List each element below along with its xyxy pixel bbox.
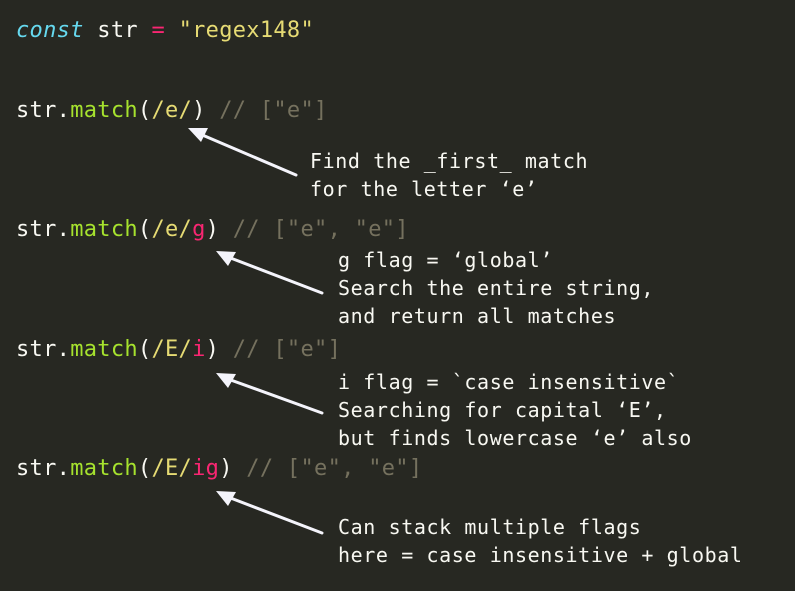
code-line-match-e-global: str.match(/e/g) // ["e", "e"] xyxy=(16,217,409,243)
result-comment: // ["e"] xyxy=(219,98,328,123)
note-line: and return all matches xyxy=(338,304,617,328)
note-insensitive-flag: i flag = `case insensitive` Searching for… xyxy=(338,368,692,452)
method-name: match xyxy=(70,337,138,362)
result-comment: // ["e", "e"] xyxy=(232,217,409,242)
result-comment: // ["e", "e"] xyxy=(246,456,423,481)
method-name: match xyxy=(70,456,138,481)
note-stacked-flags: Can stack multiple flags here = case inse… xyxy=(338,513,743,569)
note-line: Find the _first_ match xyxy=(310,149,589,173)
arrow-icon xyxy=(216,251,324,295)
object-ref: str. xyxy=(16,98,71,123)
regex-pattern: /E/ xyxy=(151,456,193,481)
regex-pattern: /e/ xyxy=(151,98,193,123)
note-line: here = case insensitive + global xyxy=(338,543,743,567)
assign-operator: = xyxy=(151,18,166,43)
code-line-match-E-stacked: str.match(/E/ig) // ["e", "e"] xyxy=(16,456,422,482)
close-paren: ) xyxy=(205,337,220,362)
note-line: but finds lowercase ‘e’ also xyxy=(338,426,692,450)
regex-pattern: /E/ xyxy=(151,337,193,362)
note-line: Can stack multiple flags xyxy=(338,515,642,539)
close-paren: ) xyxy=(192,98,206,123)
open-paren: ( xyxy=(137,98,152,123)
close-paren: ) xyxy=(205,217,220,242)
note-line: Search the entire string, xyxy=(338,276,655,300)
note-line: Searching for capital ‘E’, xyxy=(338,398,667,422)
arrow-icon xyxy=(188,128,298,177)
method-name: match xyxy=(70,217,138,242)
regex-flags: ig xyxy=(192,456,220,481)
note-line: i flag = `case insensitive` xyxy=(338,370,680,394)
note-global-flag: g flag = ‘global’ Search the entire strin… xyxy=(338,246,654,330)
string-literal: "regex148" xyxy=(178,18,315,43)
regex-flags: g xyxy=(192,217,206,242)
note-line: for the letter ‘e’ xyxy=(310,177,538,201)
note-first-match: Find the _first_ match for the letter ‘e’ xyxy=(310,147,588,203)
open-paren: ( xyxy=(137,217,152,242)
method-name: match xyxy=(70,98,138,123)
open-paren: ( xyxy=(137,337,152,362)
declaration-line: const str = "regex148" xyxy=(16,18,314,44)
open-paren: ( xyxy=(137,456,152,481)
code-line-match-e: str.match(/e/) // ["e"] xyxy=(16,98,328,124)
object-ref: str. xyxy=(16,217,71,242)
code-line-match-E-insensitive: str.match(/E/i) // ["e"] xyxy=(16,337,341,363)
object-ref: str. xyxy=(16,456,71,481)
regex-flags: i xyxy=(192,337,206,362)
note-line: g flag = ‘global’ xyxy=(338,248,553,272)
arrow-icon xyxy=(216,373,324,415)
object-ref: str. xyxy=(16,337,71,362)
variable-name: str xyxy=(97,18,138,43)
arrow-icon xyxy=(216,491,324,535)
result-comment: // ["e"] xyxy=(232,337,342,362)
const-keyword: const xyxy=(16,18,84,43)
regex-pattern: /e/ xyxy=(151,217,193,242)
close-paren: ) xyxy=(219,456,233,481)
